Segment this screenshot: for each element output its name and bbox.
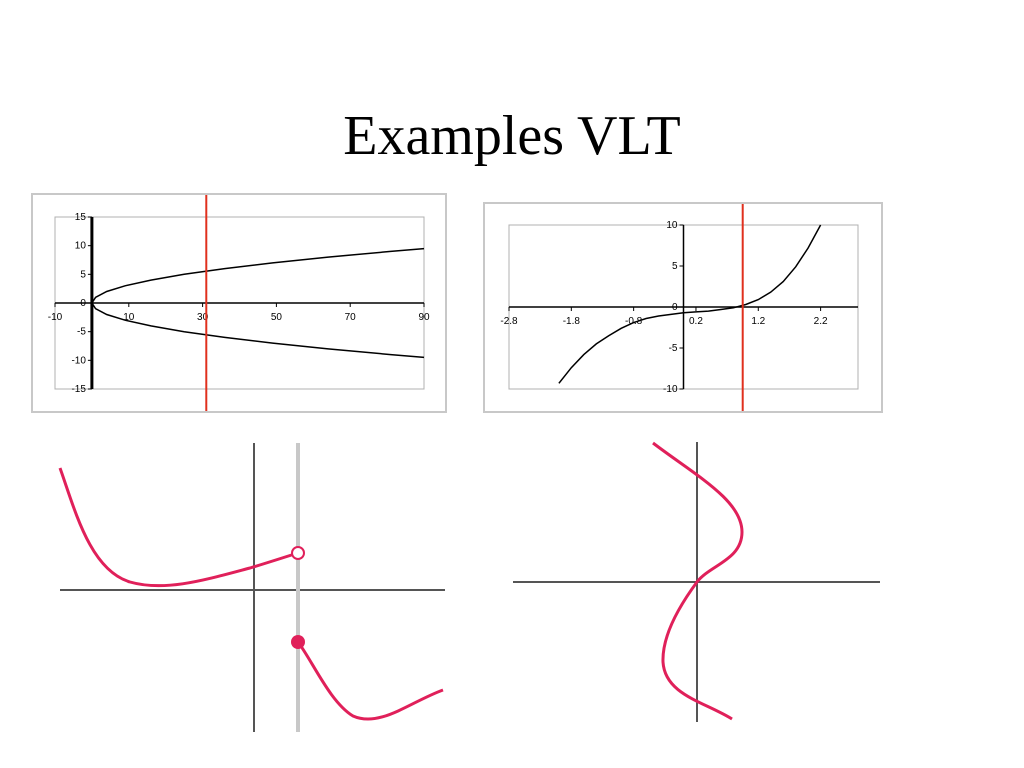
chart-cubic-function-svg: -2.8 -1.8 -0.8 0.2 1.2 2.2 10 5 0 -5 -10	[500, 204, 859, 411]
series-line-2	[91, 302, 425, 359]
series-line-1	[558, 224, 822, 384]
slide-title: Examples VLT	[343, 105, 681, 167]
x-tick-label: 90	[418, 312, 430, 323]
x-tick-label: -1.8	[563, 316, 581, 327]
y-tick-label: 0	[672, 302, 678, 313]
closed-endpoint-marker	[291, 635, 305, 649]
x-tick-label: 30	[197, 312, 209, 323]
sketch-piecewise-svg	[58, 443, 445, 732]
x-tick-label: -2.8	[500, 316, 518, 327]
y-tick-label: 0	[80, 298, 86, 309]
x-tick-label: 50	[271, 312, 283, 323]
open-endpoint-marker	[291, 546, 305, 560]
right-curve-branch	[296, 641, 444, 721]
x-tick-label: 70	[345, 312, 357, 323]
x-tick-label: -0.8	[625, 316, 643, 327]
x-tick-label: 1.2	[751, 316, 765, 327]
y-tick-label: 10	[666, 220, 678, 231]
y-tick-label: -10	[663, 384, 678, 395]
y-tick-label: -5	[77, 327, 86, 338]
chart-cubic-function: -2.8 -1.8 -0.8 0.2 1.2 2.2 10 5 0 -5 -10	[483, 202, 883, 413]
y-tick-label: 10	[75, 241, 87, 252]
x-tick-label: 0.2	[689, 316, 703, 327]
series-line-1	[91, 247, 425, 304]
x-tick-label: 2.2	[814, 316, 828, 327]
sketch-s-curve-graph	[510, 440, 885, 725]
y-tick-label: -15	[71, 384, 86, 395]
sketch-s-curve-svg	[513, 441, 880, 722]
left-curve-branch	[58, 467, 299, 588]
y-tick-label: 15	[75, 212, 87, 223]
x-tick-label: 10	[123, 312, 135, 323]
y-tick-label: -10	[71, 355, 86, 366]
sketch-piecewise-graph	[55, 440, 450, 735]
s-curve	[652, 441, 744, 721]
y-tick-label: 5	[80, 269, 86, 280]
y-tick-label: -5	[669, 343, 678, 354]
x-tick-label: -10	[48, 312, 63, 323]
y-tick-label: 5	[672, 261, 678, 272]
